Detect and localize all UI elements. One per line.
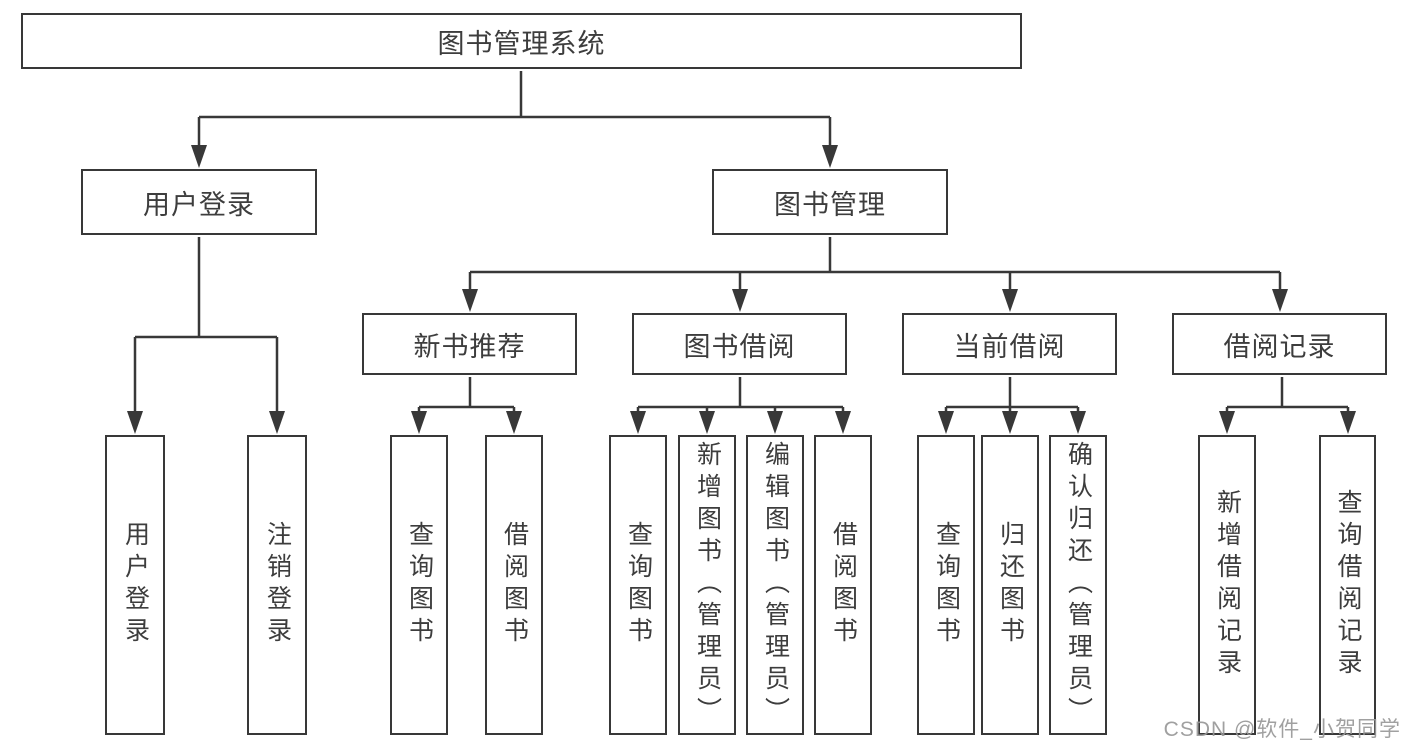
node-book-borrowing-label: 图书借阅 [683,331,796,362]
leaf-query-borrow-record-label: 查询借阅记录 [1334,489,1362,681]
leaf-borrow-books-label: 借阅图书 [829,521,858,649]
leaf-add-borrow-record: 新增借阅记录 [1198,435,1256,735]
leaf-query-borrow-record: 查询借阅记录 [1319,435,1376,735]
leaf-query-books-recommend: 查询图书 [390,435,448,735]
watermark: CSDN @软件_小贺同学 [1163,718,1401,741]
node-borrow-records-label: 借阅记录 [1223,331,1336,362]
leaf-add-borrow-record-label: 新增借阅记录 [1213,489,1242,681]
node-new-book-recommend-label: 新书推荐 [413,331,526,362]
leaf-borrow-books: 借阅图书 [814,435,872,735]
node-book-borrowing: 图书借阅 [632,313,847,375]
leaf-query-books-borrowing-label: 查询图书 [624,521,653,649]
node-user-login-label: 用户登录 [143,189,255,220]
connector-arrowheads [127,145,1356,434]
node-current-borrowing-label: 当前借阅 [953,331,1066,362]
leaf-edit-books-admin-label: 编辑图书（管理员） [761,441,790,729]
node-book-management-label: 图书管理 [774,189,886,220]
leaf-user-login-label: 用户登录 [121,521,150,649]
node-book-management: 图书管理 [712,169,948,235]
leaf-add-books-admin: 新增图书（管理员） [678,435,736,735]
leaf-logout-label: 注销登录 [263,521,292,649]
leaf-query-books-recommend-label: 查询图书 [405,521,434,649]
leaf-query-books-borrowing: 查询图书 [609,435,667,735]
node-new-book-recommend: 新书推荐 [362,313,577,375]
connector-paths [133,71,1350,414]
leaf-query-books-current: 查询图书 [917,435,975,735]
leaf-logout: 注销登录 [247,435,307,735]
node-user-login: 用户登录 [81,169,317,235]
leaf-query-books-current-label: 查询图书 [932,521,961,649]
node-borrow-records: 借阅记录 [1172,313,1387,375]
leaf-confirm-return-admin-label: 确认归还（管理员） [1064,441,1093,729]
leaf-return-books: 归还图书 [981,435,1039,735]
leaf-confirm-return-admin: 确认归还（管理员） [1049,435,1107,735]
leaf-user-login: 用户登录 [105,435,165,735]
node-root: 图书管理系统 [21,13,1022,69]
leaf-borrow-books-recommend: 借阅图书 [485,435,543,735]
leaf-borrow-books-recommend-label: 借阅图书 [500,521,529,649]
leaf-add-books-admin-label: 新增图书（管理员） [693,441,722,729]
node-root-label: 图书管理系统 [437,28,606,59]
node-current-borrowing: 当前借阅 [902,313,1117,375]
leaf-edit-books-admin: 编辑图书（管理员） [746,435,804,735]
leaf-return-books-label: 归还图书 [996,521,1025,649]
